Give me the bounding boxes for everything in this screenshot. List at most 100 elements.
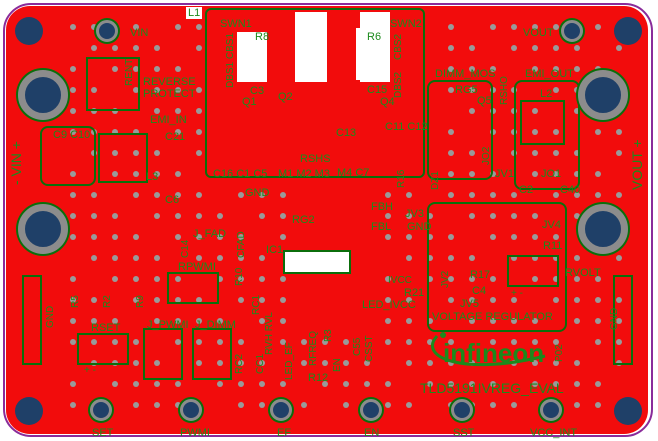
via [217, 381, 223, 387]
via [532, 276, 538, 282]
via [574, 255, 580, 261]
via [553, 234, 559, 240]
r2-label: R2 [102, 295, 113, 308]
fbh-label: FBH [371, 201, 393, 213]
m4-c7-label: M4 C7 [337, 167, 370, 179]
via [154, 276, 160, 282]
vout-test-point[interactable] [561, 20, 583, 42]
via [196, 108, 202, 114]
via [259, 297, 265, 303]
c15-label: C15 [367, 84, 388, 96]
via [154, 402, 160, 408]
via [133, 171, 139, 177]
via [70, 192, 76, 198]
via [196, 318, 202, 324]
via [385, 339, 391, 345]
c9-c10-label: C9 C10 [53, 129, 91, 141]
via [322, 381, 328, 387]
via [175, 108, 181, 114]
via [91, 24, 97, 30]
set-test-point[interactable] [90, 399, 112, 421]
via [322, 339, 328, 345]
vin-label: VIN [130, 27, 149, 39]
vin-minus-terminal[interactable] [18, 204, 68, 254]
via [490, 192, 496, 198]
via [175, 171, 181, 177]
ic1-body-outline [283, 250, 351, 272]
via [448, 150, 454, 156]
led-ivcc-label: LED_IVCC [362, 299, 416, 311]
vcc-int-test-point[interactable] [540, 399, 562, 421]
inductor-l2 [520, 100, 565, 145]
r10-label: R10 [234, 267, 245, 286]
via [133, 381, 139, 387]
via [616, 318, 622, 324]
via [406, 402, 412, 408]
r21-label: R21 [404, 287, 425, 299]
via [343, 381, 349, 387]
vout-minus-terminal[interactable] [578, 204, 628, 254]
via [112, 234, 118, 240]
via [616, 192, 622, 198]
via [175, 339, 181, 345]
r5-label: R5 [70, 295, 81, 308]
via [238, 255, 244, 261]
via [448, 276, 454, 282]
via [595, 339, 601, 345]
jv1-label: JV1 [495, 168, 514, 180]
r11-label: R11 [543, 240, 563, 252]
via [70, 402, 76, 408]
via [343, 402, 349, 408]
via [112, 276, 118, 282]
vout-plus-terminal[interactable] [578, 70, 628, 120]
c11-c12-label: C11 C12 [385, 121, 428, 133]
via [259, 192, 265, 198]
via [574, 192, 580, 198]
via [553, 45, 559, 51]
via [70, 66, 76, 72]
via [217, 213, 223, 219]
via [595, 129, 601, 135]
via [553, 129, 559, 135]
reverse-label: REVERSE [143, 76, 196, 88]
rpwmi-label: RPWMI [178, 261, 216, 273]
c16-c1-c5-label: C16 C1 C5 [213, 168, 268, 180]
en-test-point[interactable] [360, 399, 382, 421]
via [217, 339, 223, 345]
via [448, 381, 454, 387]
gnd-header-left [22, 275, 42, 365]
via [511, 24, 517, 30]
via [553, 66, 559, 72]
j-pwmi-label: J_PWMI [147, 319, 189, 331]
via [91, 192, 97, 198]
via [532, 129, 538, 135]
via [532, 234, 538, 240]
ef-test-point[interactable] [270, 399, 292, 421]
switch-node-region [205, 8, 425, 178]
pwmi-test-point[interactable] [180, 399, 202, 421]
via [448, 255, 454, 261]
cfad-label: CFAD [236, 231, 247, 258]
via [217, 360, 223, 366]
r16-label: R16 [396, 169, 407, 188]
via [385, 234, 391, 240]
via [70, 318, 76, 324]
via [616, 129, 622, 135]
via [427, 255, 433, 261]
q2-label: Q2 [278, 91, 293, 103]
via [133, 255, 139, 261]
r9-label: R9 [135, 295, 146, 308]
via [427, 381, 433, 387]
via [133, 24, 139, 30]
vin-plus-terminal[interactable] [18, 70, 68, 120]
sst-test-point[interactable] [451, 399, 473, 421]
via [385, 402, 391, 408]
vin-test-point[interactable] [96, 20, 118, 42]
via [154, 87, 160, 93]
via [385, 192, 391, 198]
via [490, 108, 496, 114]
via [196, 150, 202, 156]
via [154, 66, 160, 72]
via [133, 150, 139, 156]
